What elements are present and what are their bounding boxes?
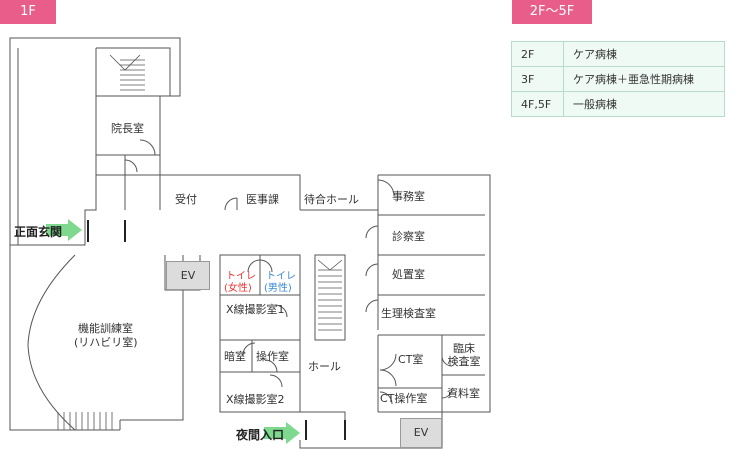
ward-cell: ケア病棟＋亜急性期病棟 (563, 66, 725, 92)
room-director: 院長室 (111, 122, 144, 135)
night-entrance-arrow-icon (264, 422, 300, 444)
main-entrance-label: 正面玄関 (14, 225, 63, 239)
room-records: 資料室 (447, 387, 480, 400)
room-waiting-hall: 待合ホール (304, 193, 359, 206)
room-reception: 受付 (175, 193, 197, 206)
floor-cell: 2F (511, 41, 564, 67)
room-office: 事務室 (392, 190, 425, 203)
room-darkroom: 暗室 (224, 350, 246, 363)
room-ct: CT室 (398, 353, 424, 366)
room-control: 操作室 (256, 350, 289, 363)
upper-floor-table: 2F ケア病棟 3F ケア病棟＋亜急性期病棟 4F,5F 一般病棟 (511, 41, 725, 117)
elevator-1: EV (166, 261, 210, 290)
floor-tag-2f-5f: 2F～5F (512, 0, 592, 24)
main-entrance-arrow-icon (46, 219, 82, 241)
room-rehab-note: (リハビリ室) (74, 336, 138, 349)
room-medical-affairs: 医事課 (246, 193, 279, 206)
room-physio: 生理検査室 (381, 307, 436, 320)
floor-cell: 3F (511, 66, 564, 92)
room-toilet-female-note: (女性) (224, 283, 252, 294)
room-xray-2: X線撮影室2 (226, 393, 285, 406)
room-toilet-female: トイレ (226, 271, 256, 282)
table-row: 2F ケア病棟 (511, 41, 725, 67)
room-treatment: 処置室 (392, 268, 425, 281)
room-ct-control: CT操作室 (380, 392, 428, 405)
ward-cell: 一般病棟 (563, 91, 725, 117)
night-entrance-label: 夜間入口 (236, 428, 285, 442)
room-rehab: 機能訓練室 (78, 322, 133, 335)
floor-cell: 4F,5F (511, 91, 564, 117)
room-exam: 診察室 (392, 230, 425, 243)
room-toilet-male-note: (男性) (264, 283, 292, 294)
room-hall: ホール (308, 360, 341, 373)
room-clinical-lab: 臨床 検査室 (447, 342, 481, 368)
ward-cell: ケア病棟 (563, 41, 725, 67)
room-xray-1: X線撮影室1 (226, 303, 285, 316)
elevator-2: EV (400, 418, 442, 448)
table-row: 4F,5F 一般病棟 (511, 91, 725, 117)
room-toilet-male: トイレ (266, 271, 296, 282)
floor-tag-1f: 1F (0, 0, 56, 24)
table-row: 3F ケア病棟＋亜急性期病棟 (511, 66, 725, 92)
